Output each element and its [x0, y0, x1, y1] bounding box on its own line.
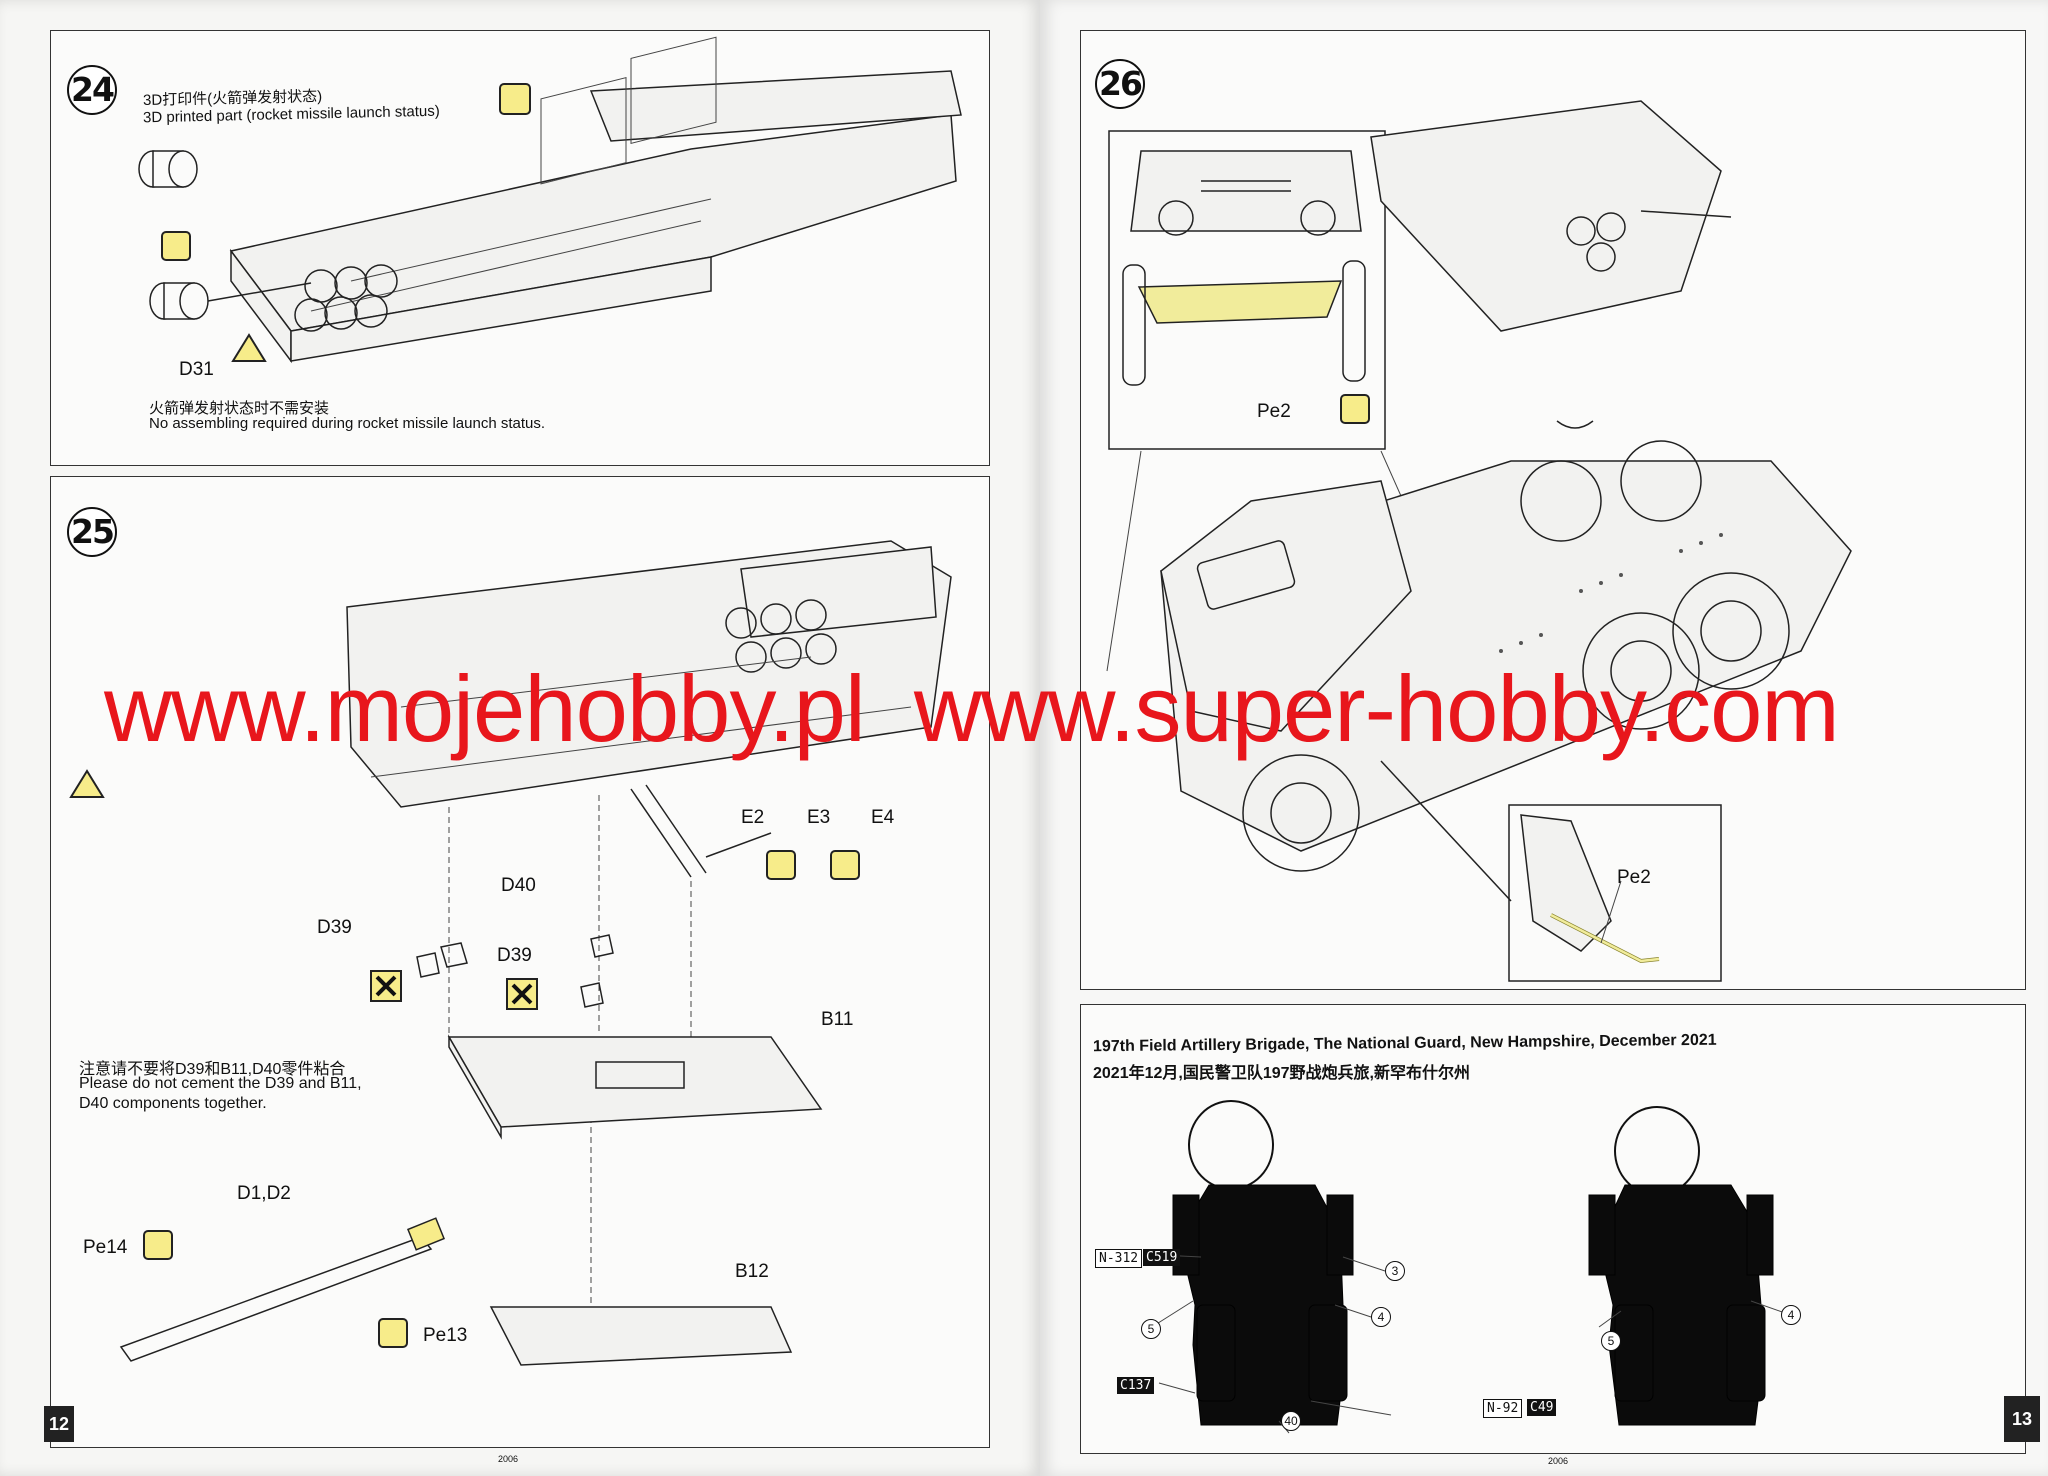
step-26-pe2-label: Pe2 — [1257, 401, 1291, 422]
decal-c49: C49 — [1527, 1399, 1557, 1416]
footer-left: 2006 — [498, 1454, 519, 1464]
callout-5-right: 5 — [1601, 1331, 1621, 1351]
part-b11: B11 — [821, 1009, 854, 1030]
glue-drop-icon — [499, 83, 531, 115]
step-25-note-cn: 注意请不要将D39和B11,D40零件粘合 — [79, 1061, 346, 1078]
part-pe14: Pe14 — [83, 1237, 128, 1258]
step-25-note-en-2: D40 components together. — [79, 1095, 267, 1112]
step-24-part-d31: D31 — [179, 359, 214, 380]
part-d40: D40 — [501, 875, 536, 896]
decal-c137: C137 — [1117, 1377, 1155, 1394]
watermark: www.mojehobby.pl www.super-hobby.com — [104, 655, 1840, 763]
step-24-panel: 24 3D打印件(火箭弹发射状态) 3D printed part (rocke… — [50, 30, 990, 466]
step-24-note-cn: 火箭弹发射状态时不需安装 — [149, 400, 330, 417]
part-pe13: Pe13 — [423, 1325, 468, 1346]
step-26-panel: 26 — [1080, 30, 2026, 990]
part-d39-right: D39 — [497, 945, 532, 966]
callout-4-left: 4 — [1371, 1307, 1391, 1327]
page-number-right: 13 — [2004, 1396, 2040, 1442]
part-e3: E3 — [807, 807, 831, 828]
watermark-right: www.super-hobby.com — [913, 656, 1840, 761]
part-d1-d2: D1,D2 — [237, 1183, 291, 1204]
part-e2: E2 — [741, 807, 765, 828]
watermark-left: www.mojehobby.pl — [104, 656, 866, 761]
decal-n92: N-92 — [1483, 1399, 1523, 1418]
livery-front-view-drawing — [1154, 1100, 1786, 1434]
step-24-launcher-drawing — [138, 36, 962, 364]
page-number-left: 12 — [44, 1406, 74, 1442]
callout-40: 40 — [1281, 1411, 1301, 1431]
livery-title-cn: 2021年12月,国民警卫队197野战炮兵旅,新罕布什尔州 — [1093, 1065, 1470, 1082]
decal-c519: C519 — [1143, 1249, 1181, 1266]
footer-right: 2006 — [1548, 1456, 1569, 1466]
callout-5-left: 5 — [1141, 1319, 1161, 1339]
part-d39-left: D39 — [317, 917, 352, 938]
step-24-number: 24 — [67, 65, 117, 115]
assembly-arrow-icon — [161, 231, 191, 261]
part-e4: E4 — [871, 807, 895, 828]
step-26-number: 26 — [1095, 59, 1145, 109]
step-25-number: 25 — [67, 507, 117, 557]
livery-panel: 197th Field Artillery Brigade, The Natio… — [1080, 1004, 2026, 1454]
step-24-note-en: No assembling required during rocket mis… — [149, 415, 546, 432]
decal-n312: N-312 — [1095, 1249, 1143, 1268]
step-25-assembly-drawing — [69, 540, 952, 1366]
step-26-truck-drawing — [1106, 100, 1852, 982]
step-25-note-en-1: Please do not cement the D39 and B11, — [79, 1075, 362, 1092]
left-page: 24 3D打印件(火箭弹发射状态) 3D printed part (rocke… — [0, 0, 1040, 1476]
callout-3: 3 — [1385, 1261, 1405, 1281]
right-page: 26 — [1040, 0, 2048, 1476]
callout-4-right: 4 — [1781, 1305, 1801, 1325]
part-b12: B12 — [735, 1261, 769, 1282]
step-25-panel: 25 — [50, 476, 990, 1448]
step-26-pe2-detail-label: Pe2 — [1617, 867, 1651, 888]
